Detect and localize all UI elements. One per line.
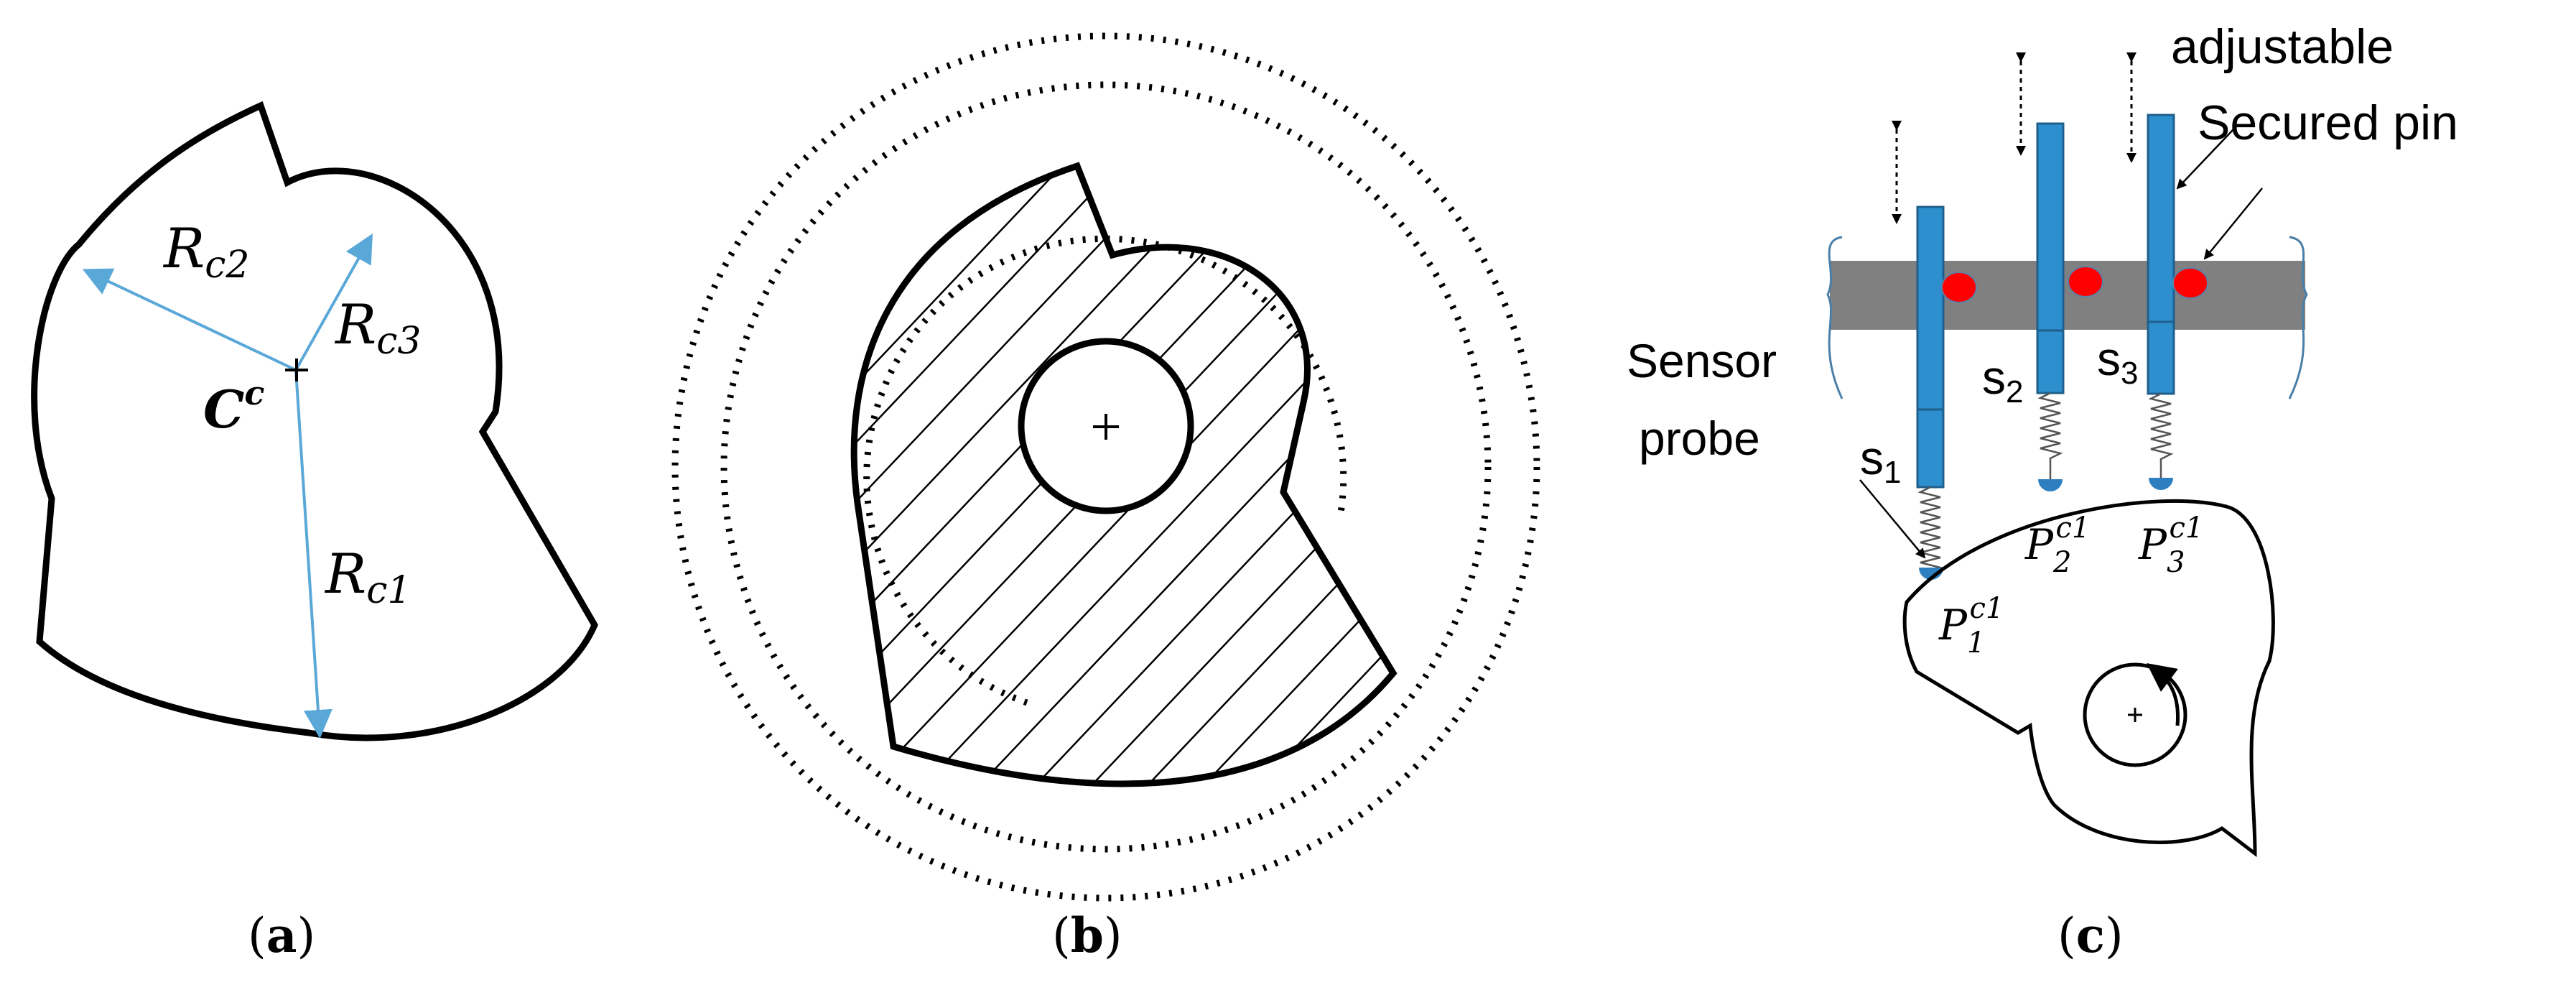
center-cross-a bbox=[285, 359, 308, 381]
brace-right bbox=[2288, 236, 2308, 399]
hatch-line bbox=[1220, 166, 1393, 785]
radius-arrow-rc1 bbox=[294, 369, 333, 739]
label-rc3: Rc3 bbox=[334, 292, 421, 363]
hatch-line bbox=[854, 166, 1140, 785]
hatch-line bbox=[0, 144, 635, 826]
dotted-circle-middle bbox=[720, 81, 1492, 853]
sensor-pin-2 bbox=[2036, 122, 2065, 394]
cam-profile-b bbox=[850, 162, 1398, 787]
secured-pin-dot-1 bbox=[1941, 272, 1977, 303]
sensor-pin-1 bbox=[1916, 205, 1945, 489]
label-p3: P3c1 bbox=[2138, 512, 2203, 579]
caption-b: (b) bbox=[1052, 907, 1122, 963]
hatch-line bbox=[854, 166, 1252, 785]
radius-arrow-rc3 bbox=[294, 233, 373, 371]
leader-adjustable bbox=[2176, 129, 2234, 190]
spring-3 bbox=[2148, 392, 2174, 478]
hatch-line bbox=[854, 166, 1308, 785]
probe-tip-2 bbox=[2038, 479, 2063, 491]
hatch-line bbox=[0, 144, 579, 826]
spring-2 bbox=[2037, 392, 2063, 479]
secured-pin-dot-3 bbox=[2172, 267, 2208, 299]
hatch-line bbox=[884, 166, 1393, 785]
radius-arrow-rc2 bbox=[82, 268, 297, 371]
spring-1 bbox=[1917, 486, 1943, 575]
hatch-line bbox=[1332, 166, 1393, 785]
label-p2: P2c1 bbox=[2024, 512, 2090, 579]
leader-sensor-probe bbox=[1859, 479, 1926, 559]
brace-left bbox=[1826, 236, 1843, 399]
probe-tip-1 bbox=[1919, 568, 1943, 580]
caption-a: (a) bbox=[248, 907, 315, 963]
label-secured-pin: Secured pin bbox=[2198, 96, 2458, 150]
hatch-line bbox=[1108, 166, 1393, 785]
dotted-arc-inner bbox=[863, 235, 1347, 706]
leader-secured-pin bbox=[2203, 188, 2263, 260]
hatch-line bbox=[854, 166, 1028, 785]
hatch-line bbox=[854, 166, 1084, 785]
sensor-pin-3 bbox=[2147, 114, 2175, 395]
label-rc1: Rc1 bbox=[324, 542, 411, 612]
label-adjustable: adjustable bbox=[2171, 19, 2394, 74]
label-s3: s3 bbox=[2097, 332, 2138, 391]
mounting-bar bbox=[1830, 261, 2305, 330]
label-rc2: Rc2 bbox=[162, 216, 249, 287]
label-s1: s1 bbox=[1860, 431, 1901, 490]
label-s2: s2 bbox=[1982, 351, 2023, 410]
label-probe: probe bbox=[1639, 412, 1760, 465]
center-cross-b bbox=[1093, 414, 1119, 440]
hatch-line bbox=[45, 144, 691, 826]
dotted-circle-outer bbox=[671, 32, 1540, 902]
hatch-line bbox=[940, 166, 1393, 785]
hatch-line bbox=[854, 166, 1364, 785]
panel-c: adjustable Secured pin Sensor probe s1 s… bbox=[1627, 19, 2458, 963]
hatch-line bbox=[854, 166, 860, 785]
hatch-line bbox=[1445, 144, 2091, 826]
secured-pin-dot-2 bbox=[2068, 266, 2103, 297]
hatch-line bbox=[1164, 166, 1393, 785]
center-cross-c bbox=[2128, 708, 2142, 722]
label-center-cc: Cc bbox=[203, 374, 264, 440]
label-p1: P1c1 bbox=[1938, 592, 2004, 660]
rotation-arrow bbox=[2147, 662, 2180, 726]
caption-c: (c) bbox=[2057, 907, 2124, 963]
hatch-line bbox=[854, 166, 972, 785]
label-sensor: Sensor bbox=[1627, 334, 1777, 387]
panel-a: Rc2 Rc3 Rc1 Cc (a) bbox=[31, 101, 599, 963]
cam-profile-c bbox=[1902, 499, 2275, 858]
cam-profile-a bbox=[31, 101, 599, 741]
hatch-line bbox=[1276, 166, 1393, 785]
hatch-line bbox=[854, 166, 1196, 785]
probe-tip-3 bbox=[2149, 478, 2173, 490]
